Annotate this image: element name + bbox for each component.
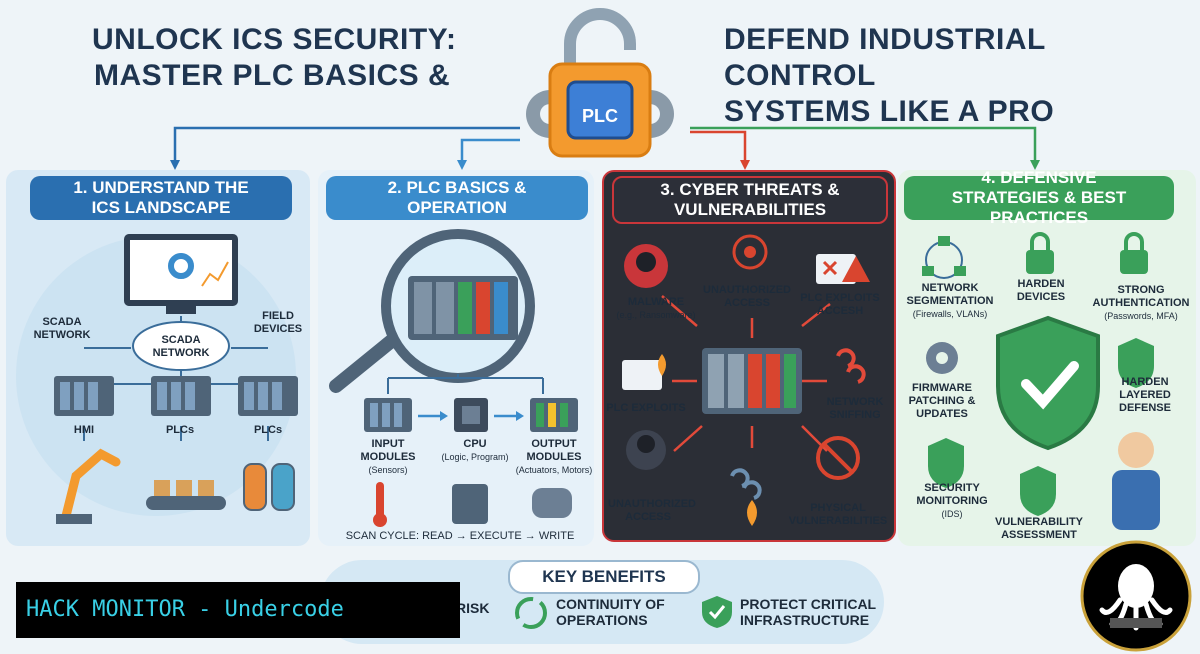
broken-chain-icon bbox=[836, 348, 866, 384]
segmentation-title: NETWORK SEGMENTATION bbox=[906, 282, 994, 307]
output-modules-title: OUTPUT MODULES bbox=[526, 438, 582, 463]
benefit-continuity: CONTINUITY OF OPERATIONS bbox=[556, 596, 665, 628]
input-modules-sub: (Sensors) bbox=[368, 465, 408, 475]
scan-cycle-label: SCAN CYCLE: READ → EXECUTE → WRITE bbox=[345, 530, 575, 542]
fire-icon-2 bbox=[747, 500, 757, 526]
tank-icon-1 bbox=[243, 463, 267, 511]
octopus-logo bbox=[1080, 540, 1192, 652]
physical-vuln-label: PHYSICAL VULNERABILITIES bbox=[788, 502, 888, 527]
chain-icon bbox=[730, 468, 762, 500]
small-shield-icon-3 bbox=[1020, 466, 1056, 516]
section1-header: 1. UNDERSTAND THE ICS LANDSCAPE bbox=[30, 176, 292, 220]
firmware-label: FIRMWARE PATCHING & UPDATES bbox=[908, 382, 976, 420]
title-left: UNLOCK ICS SECURITY: MASTER PLC BASICS & bbox=[92, 22, 512, 94]
malware-label: MALWARE (e.g., Ransomware) bbox=[606, 296, 706, 322]
controller-icon bbox=[452, 484, 488, 524]
harden-devices-label: HARDEN DEVICES bbox=[1016, 278, 1066, 303]
input-modules-label: INPUT MODULES (Sensors) bbox=[352, 438, 424, 477]
segmentation-sub: (Firewalls, VLANs) bbox=[912, 309, 988, 319]
magnifier-handle bbox=[329, 327, 407, 393]
section2-title: 2. PLC BASICS & OPERATION bbox=[387, 178, 527, 217]
section1-graphics bbox=[16, 234, 298, 524]
plc-lock-icon: PLC bbox=[512, 4, 688, 164]
plc-badge-label: PLC bbox=[582, 106, 618, 126]
protect-shield-icon bbox=[702, 596, 732, 628]
vuln-assessment-label: VULNERABILITY ASSESSMENT bbox=[995, 516, 1083, 541]
plcs-label-1: PLCs bbox=[165, 424, 195, 436]
motor-icon bbox=[532, 488, 572, 518]
malware-title: MALWARE bbox=[627, 296, 685, 308]
segmentation-label: NETWORK SEGMENTATION (Firewalls, VLANs) bbox=[902, 282, 998, 321]
unauth-access-bottom-label: UNAUTHORIZED ACCESS bbox=[608, 498, 696, 523]
cpu-title: CPU bbox=[463, 438, 487, 450]
no-bug-icon bbox=[816, 436, 860, 480]
section4-graphics bbox=[922, 232, 1160, 530]
section3-header: 3. CYBER THREATS & VULNERABILITIES bbox=[612, 176, 888, 224]
watermark-bar: HACK MONITOR - Undercode bbox=[16, 582, 460, 638]
title-left-line2: MASTER PLC BASICS & bbox=[94, 59, 451, 92]
top-connectors bbox=[170, 126, 1040, 170]
cpu-sub: (Logic, Program) bbox=[441, 452, 509, 462]
input-modules-title: INPUT MODULES bbox=[360, 438, 416, 463]
small-shield-icon-2 bbox=[928, 438, 964, 488]
harden-layered-label: HARDEN LAYERED DEFENSE bbox=[1119, 376, 1171, 414]
plcs-label-2: PLCs bbox=[253, 424, 283, 436]
lock-icon-2 bbox=[1120, 250, 1148, 274]
plc-exploits-left-label: PLC EXPLOITS bbox=[606, 402, 686, 414]
key-benefits-title: KEY BENEFITS bbox=[508, 560, 700, 594]
small-shield-icon-1 bbox=[1118, 338, 1154, 388]
strong-auth-label: STRONG AUTHENTICATION (Passwords, MFA) bbox=[1086, 284, 1196, 323]
engineer-icon bbox=[1118, 432, 1154, 468]
section2-header: 2. PLC BASICS & OPERATION bbox=[326, 176, 588, 220]
output-modules-sub: (Actuators, Motors) bbox=[515, 465, 593, 475]
warning-icon bbox=[842, 256, 870, 282]
scada-network-left-label: SCADA NETWORK bbox=[33, 316, 91, 341]
fire-icon-1 bbox=[658, 354, 666, 376]
title-right: DEFEND INDUSTRIAL CONTROL SYSTEMS LIKE A… bbox=[724, 22, 1194, 130]
strong-auth-title: STRONG AUTHENTICATION bbox=[1092, 284, 1190, 309]
scada-cloud-label: SCADA NETWORK bbox=[152, 334, 210, 359]
strong-auth-sub: (Passwords, MFA) bbox=[1104, 311, 1178, 321]
hmi-label: HMI bbox=[73, 424, 95, 436]
benefit-risk: RISK bbox=[456, 600, 490, 616]
continuity-icon bbox=[515, 597, 547, 629]
title-left-line1: UNLOCK ICS SECURITY: bbox=[92, 23, 457, 56]
conveyor-icon bbox=[146, 496, 226, 510]
lock-icon-1 bbox=[1026, 250, 1054, 274]
section4-header: 4. DEFENSIVE STRATEGIES & BEST PRACTICES bbox=[904, 168, 1174, 227]
watermark-text: HACK MONITOR - Undercode bbox=[26, 597, 344, 622]
cpu-label: CPU (Logic, Program) bbox=[430, 438, 520, 464]
robot-arm-icon bbox=[61, 448, 121, 521]
tank-icon-2 bbox=[271, 463, 295, 511]
thermometer-icon bbox=[376, 482, 384, 518]
title-right-line1: DEFEND INDUSTRIAL CONTROL bbox=[724, 23, 1046, 92]
section1-title: 1. UNDERSTAND THE ICS LANDSCAPE bbox=[73, 178, 249, 217]
network-sniffing-label: NETWORK SNIFFING bbox=[826, 396, 884, 421]
unauth-access-top-label: UNAUTHORIZED ACCESS bbox=[703, 284, 791, 309]
checkmark-icon bbox=[1021, 361, 1079, 410]
section2-graphics bbox=[329, 229, 578, 527]
benefit-protect: PROTECT CRITICAL INFRASTRUCTURE bbox=[740, 596, 876, 628]
virus-icon bbox=[732, 234, 768, 270]
malware-sub: (e.g., Ransomware) bbox=[616, 310, 696, 320]
monitoring-label: SECURITY MONITORING (IDS) bbox=[904, 482, 1000, 521]
section3-graphics bbox=[622, 234, 870, 526]
monitoring-sub: (IDS) bbox=[941, 509, 963, 519]
terminal-icon bbox=[622, 360, 662, 390]
section4-title: 4. DEFENSIVE STRATEGIES & BEST PRACTICES bbox=[951, 168, 1127, 227]
plc-exploits-top-label: PLC EXPLOITS ACCESH bbox=[800, 292, 880, 317]
output-modules-label: OUTPUT MODULES (Actuators, Motors) bbox=[508, 438, 600, 477]
shield-icon bbox=[996, 315, 1100, 451]
field-devices-label: FIELD DEVICES bbox=[253, 310, 303, 335]
monitoring-title: SECURITY MONITORING bbox=[916, 482, 988, 507]
section3-title: 3. CYBER THREATS & VULNERABILITIES bbox=[660, 180, 840, 219]
title-right-line2: SYSTEMS LIKE A PRO bbox=[724, 95, 1055, 128]
